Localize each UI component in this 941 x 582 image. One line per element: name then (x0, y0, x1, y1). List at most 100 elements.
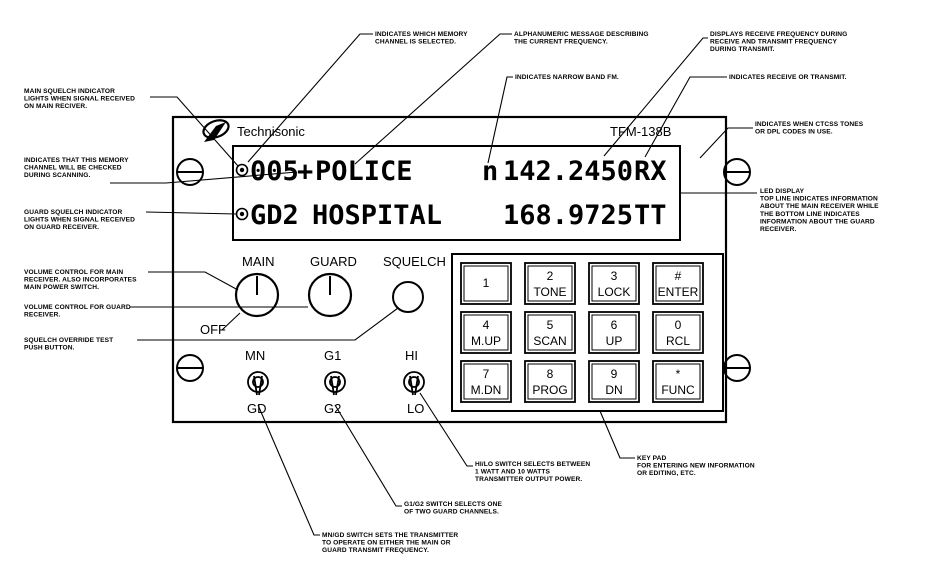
keypad-key-label: TONE (533, 285, 566, 299)
off-label: OFF (200, 322, 226, 337)
display-line2-channel: GD2 (250, 200, 299, 231)
leader-lines (110, 33, 757, 536)
callout-line: ON MAIN RECIVER. (24, 103, 87, 110)
brand-name: Technisonic (237, 124, 305, 139)
callout-line: OR DPL CODES IN USE. (755, 129, 833, 136)
squelch-button-label: SQUELCH (383, 254, 446, 269)
switch-lo-label: LO (407, 401, 424, 416)
brand-logo-icon (202, 119, 230, 142)
callout-line: TO OPERATE ON EITHER THE MAIN OR (322, 540, 451, 547)
callout-line: RECEIVER. (760, 226, 797, 233)
keypad-key-label: ENTER (658, 285, 699, 299)
callout-line: DURING TRANSMIT. (710, 46, 775, 53)
callout-line: MAIN SQUELCH INDICATOR (24, 88, 115, 95)
keypad-key-label: UP (606, 334, 623, 348)
callout-line: INDICATES RECEIVE OR TRANSMIT. (729, 74, 847, 81)
callout-line: TRANSMITTER OUTPUT POWER. (475, 476, 582, 483)
callout-line: OF TWO GUARD CHANNELS. (404, 509, 499, 516)
g1-g2-toggle-switch[interactable] (324, 371, 346, 396)
display-line1-narrow: n (482, 156, 498, 187)
squelch-override-button[interactable] (392, 281, 424, 313)
callout-line: VOLUME CONTROL FOR MAIN (24, 269, 123, 276)
callout-line: VOLUME CONTROL FOR GUARD (24, 304, 131, 311)
display-line1-frequency: 142.2450 (503, 156, 633, 187)
switch-g2-label: G2 (324, 401, 341, 416)
display-line1-mode: RX (634, 156, 667, 187)
callout-line: TOP LINE INDICATES INFORMATION (760, 196, 878, 203)
keypad-key[interactable]: 4M.UP (460, 311, 512, 354)
callout-line: KEY PAD (637, 455, 667, 462)
keypad-key-number: 1 (483, 276, 490, 290)
keypad-key[interactable]: 1 (460, 262, 512, 305)
keypad-key-label: PROG (532, 383, 567, 397)
callout-line: GUARD SQUELCH INDICATOR (24, 209, 123, 216)
callout-line: GUARD TRANSMIT FREQUENCY. (322, 547, 429, 554)
guard-volume-knob[interactable] (307, 272, 353, 318)
keypad-key-number: 9 (611, 367, 618, 381)
model-number: TFM-138B (610, 124, 671, 139)
callout-line: SQUELCH OVERRIDE TEST (24, 337, 113, 344)
keypad-key-number: 8 (547, 367, 554, 381)
callout-line: THE BOTTOM LINE INDICATES (760, 211, 860, 218)
keypad-key-number: * (676, 367, 681, 381)
front-panel (171, 115, 728, 424)
callout-line: DURING SCANNING. (24, 172, 91, 179)
switch-mn-label: MN (245, 348, 265, 363)
callout-line: INFORMATION ABOUT THE GUARD (760, 218, 875, 225)
callout-narrow-band: INDICATES NARROW BAND FM. (515, 74, 619, 81)
keypad-key[interactable]: * FUNC (652, 360, 704, 403)
keypad-key-number: 5 (547, 318, 554, 332)
callout-line: MN/GD SWITCH SETS THE TRANSMITTER (322, 532, 458, 539)
callout-line: MAIN POWER SWITCH. (24, 284, 99, 291)
main-volume-knob[interactable] (234, 272, 280, 318)
display-line2-frequency: 168.9725 (503, 200, 633, 231)
keypad-key-number: 6 (611, 318, 618, 332)
keypad-key-label: FUNC (661, 383, 695, 397)
keypad-key-number: 4 (483, 318, 490, 332)
callout-line: INDICATES NARROW BAND FM. (515, 74, 619, 81)
callout-line: ON GUARD RECEIVER. (24, 224, 99, 231)
guard-squelch-indicator (235, 207, 249, 221)
keypad-key-label: SCAN (533, 334, 566, 348)
keypad-key-label: M.DN (471, 383, 502, 397)
callout-line: RECEIVE AND TRANSMIT FREQUENCY (710, 39, 837, 46)
callout-line: ALPHANUMERIC MESSAGE DESCRIBING (514, 31, 649, 38)
keypad-key[interactable]: 7M.DN (460, 360, 512, 403)
main-squelch-indicator (235, 163, 249, 177)
keypad-key[interactable]: #ENTER (652, 262, 704, 305)
callout-line: HI/LO SWITCH SELECTS BETWEEN (475, 461, 590, 468)
display-line1-channel: 005 (250, 156, 299, 187)
keypad-key[interactable]: 9DN (588, 360, 640, 403)
mn-gd-toggle-switch[interactable] (247, 371, 269, 396)
keypad-key-number: 0 (675, 318, 682, 332)
keypad-key-label: LOCK (598, 285, 631, 299)
keypad-key-label: DN (605, 383, 622, 397)
callout-line: RECEIVER. ALSO INCORPORATES (24, 277, 137, 284)
display-line1-scan-mark: + (297, 156, 313, 187)
keypad-key[interactable]: 6UP (588, 311, 640, 354)
hi-lo-toggle-switch[interactable] (403, 371, 425, 396)
main-knob-label: MAIN (242, 254, 275, 269)
display-line1-message: POLICE (315, 156, 413, 187)
callout-line: INDICATES WHEN CTCSS TONES (755, 121, 864, 128)
callout-line: LED DISPLAY (760, 188, 805, 195)
keypad (451, 253, 724, 412)
callout-line: INDICATES THAT THIS MEMORY (24, 157, 129, 164)
